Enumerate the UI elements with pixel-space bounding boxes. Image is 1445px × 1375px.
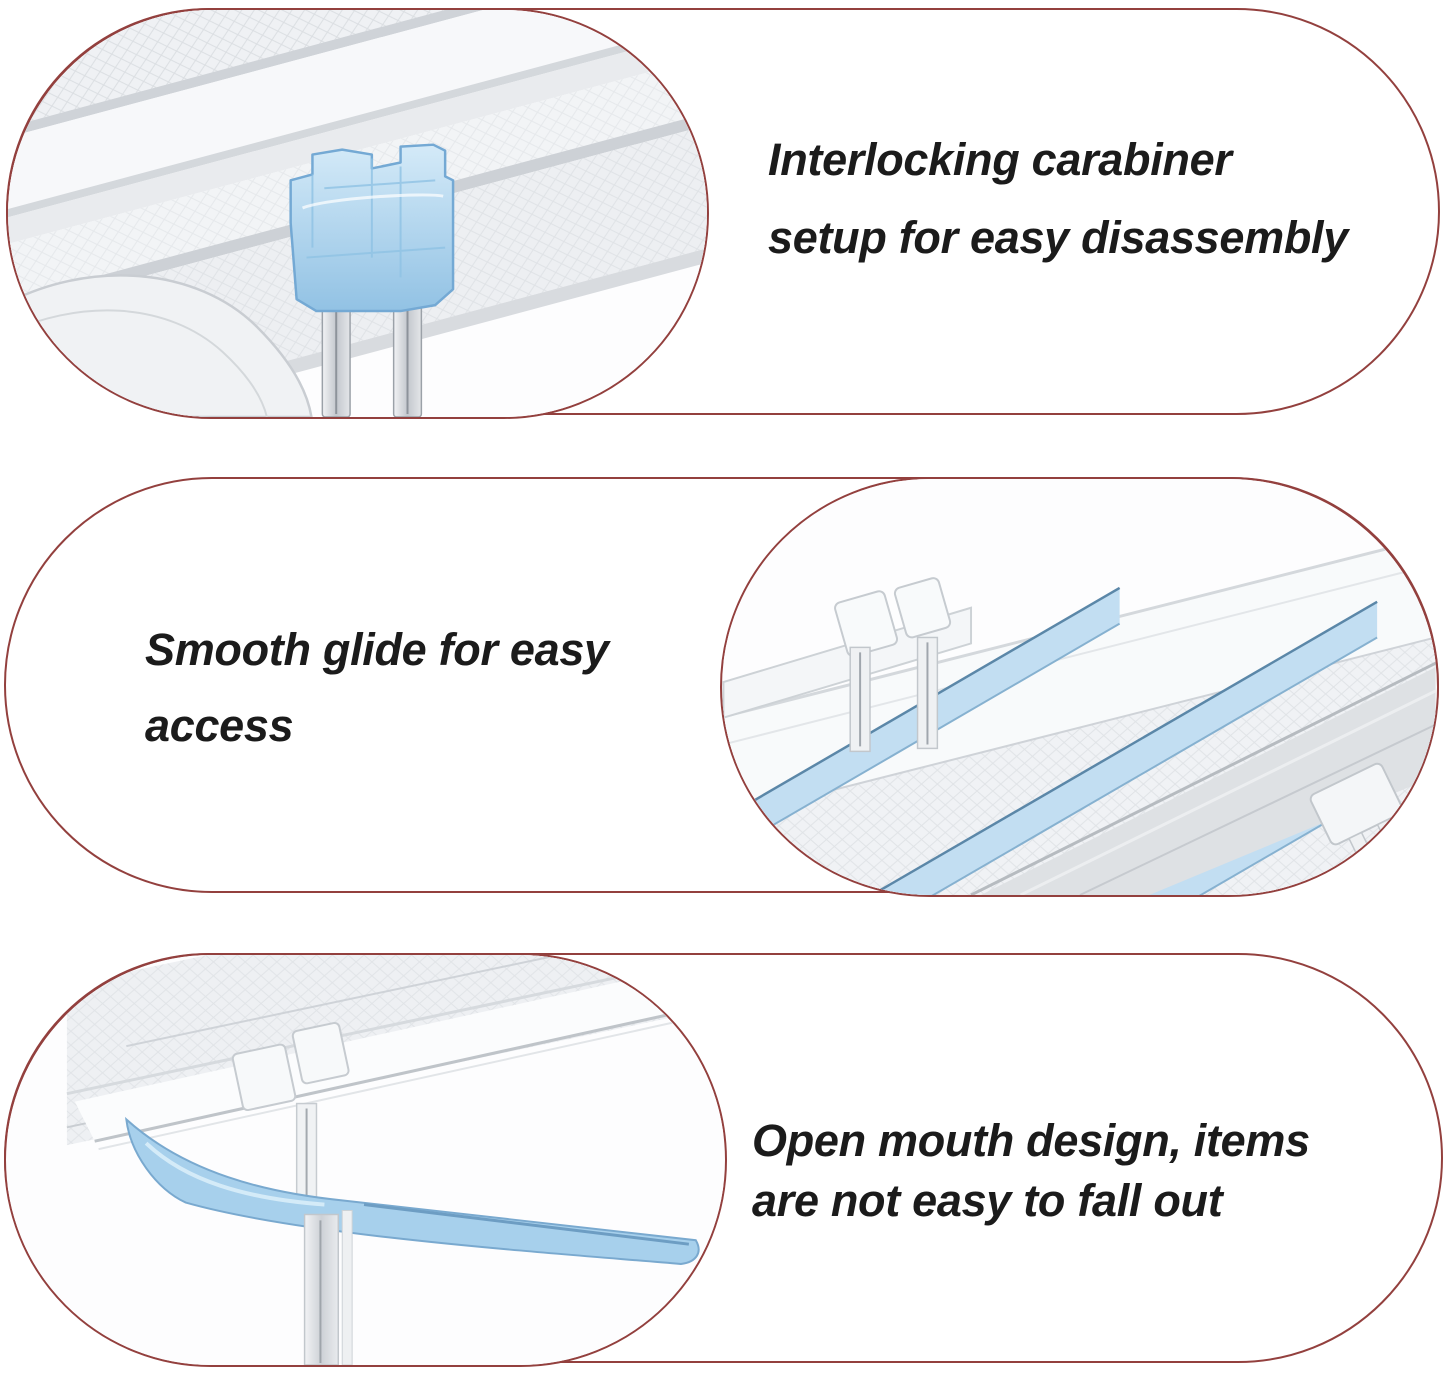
- shelf-clips: [231, 1021, 350, 1112]
- feature-text-smooth-glide: Smooth glide for easy access: [145, 612, 609, 764]
- feature-text-open-mouth: Open mouth design, items are not easy to…: [752, 1111, 1310, 1231]
- feature-line: Smooth glide for easy: [145, 624, 609, 675]
- feature-line: access: [145, 700, 294, 751]
- feature-line: Interlocking carabiner: [768, 134, 1232, 185]
- feature-card-open-mouth: Open mouth design, items are not easy to…: [4, 953, 1443, 1367]
- open-mouth-shelf-photo-illustration: [7, 955, 724, 1365]
- feature-photo-interlocking-clip: [6, 8, 709, 419]
- feature-line: Open mouth design, items: [752, 1115, 1310, 1166]
- feature-card-interlocking: Interlocking carabiner setup for easy di…: [6, 8, 1440, 419]
- drawer-rail-clips: [722, 577, 973, 753]
- clip-prongs: [321, 278, 423, 417]
- blue-divider: [871, 600, 1378, 895]
- feature-text-interlocking: Interlocking carabiner setup for easy di…: [768, 121, 1348, 277]
- blue-open-mouth-lip: [125, 1116, 700, 1265]
- feature-photo-drawer-dividers: [720, 477, 1439, 897]
- drawer-dividers-photo-illustration: [722, 479, 1437, 895]
- feature-line: are not easy to fall out: [752, 1175, 1223, 1226]
- blue-interlocking-clip: [289, 143, 455, 313]
- feature-card-smooth-glide: Smooth glide for easy access: [4, 477, 1439, 897]
- shelf-support-post: [303, 1210, 353, 1365]
- interlocking-clip-photo-illustration: [8, 10, 707, 417]
- feature-line: setup for easy disassembly: [768, 212, 1348, 263]
- feature-photo-open-mouth-shelf: [4, 953, 727, 1367]
- shelf-underside: [66, 955, 724, 1151]
